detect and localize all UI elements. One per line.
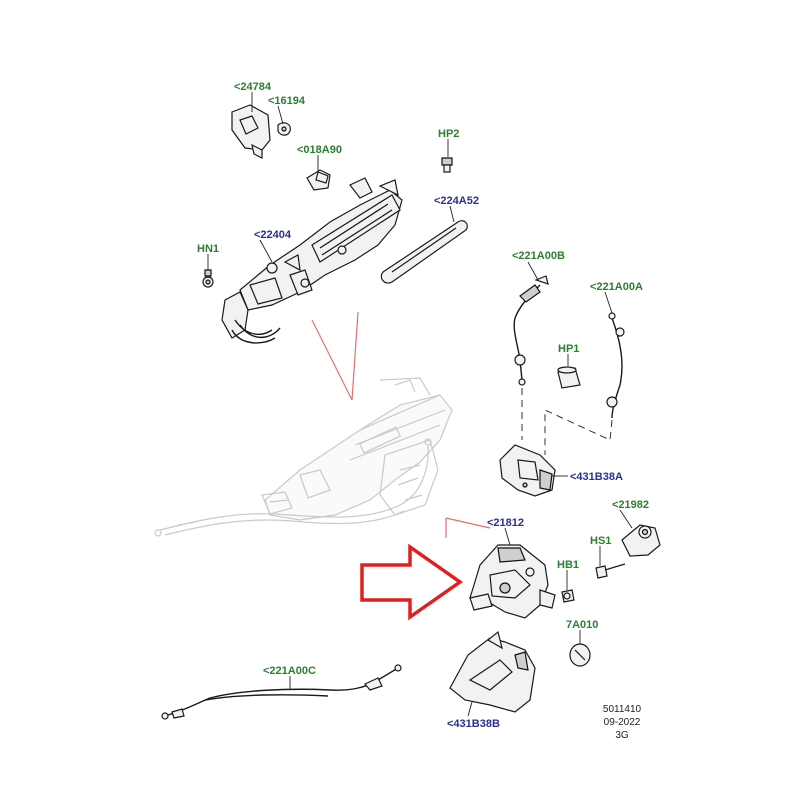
cap-018A90 xyxy=(306,169,331,191)
label-431B38B: <431B38B xyxy=(447,718,500,730)
bracket-431B38B xyxy=(449,630,536,713)
label-018A90: <018A90 xyxy=(297,144,342,156)
label-HS1: HS1 xyxy=(590,535,611,547)
label-21812: <21812 xyxy=(487,517,524,529)
label-HN1: HN1 xyxy=(197,243,219,255)
label-221A00C: <221A00C xyxy=(263,665,316,677)
label-HP1: HP1 xyxy=(558,343,579,355)
cover-7A010 xyxy=(569,643,591,667)
part-labels: <24784 <16194 <018A90 HP2 <224A52 <22404… xyxy=(197,81,649,730)
label-431B38A: <431B38A xyxy=(570,471,623,483)
bracket-431B38A xyxy=(499,444,556,497)
bracket-21982 xyxy=(621,524,661,557)
label-221A00B: <221A00B xyxy=(512,250,565,262)
leader-line-red xyxy=(445,517,491,538)
label-7A010: 7A010 xyxy=(566,619,598,631)
cap-HP1 xyxy=(557,366,581,389)
leader-line-red xyxy=(311,319,353,401)
ghost-handle-assembly xyxy=(154,377,453,537)
nut-HN1 xyxy=(202,269,214,288)
reference-number: 5011410 xyxy=(603,704,642,715)
latch-21812 xyxy=(469,544,556,619)
outline-arrow-right-icon xyxy=(360,543,464,621)
bracket-24784 xyxy=(231,104,271,159)
leader-lines xyxy=(207,92,633,717)
label-21982: <21982 xyxy=(612,499,649,511)
label-221A00A: <221A00A xyxy=(590,281,643,293)
label-HB1: HB1 xyxy=(557,559,579,571)
reference-block: 5011410 09-2022 3G xyxy=(603,704,642,741)
label-24784: <24784 xyxy=(234,81,272,93)
cable-221A00B xyxy=(513,275,549,386)
label-22404: <22404 xyxy=(254,229,292,241)
label-HP2: HP2 xyxy=(438,128,459,140)
reference-date: 09-2022 xyxy=(604,717,641,728)
cover-224A52 xyxy=(380,220,468,284)
bolt-HB1 xyxy=(561,589,575,603)
screw-HS1 xyxy=(595,563,626,579)
label-224A52: <224A52 xyxy=(434,195,479,207)
leader-line-red xyxy=(351,311,359,401)
label-16194: <16194 xyxy=(268,95,306,107)
cable-route-dashed xyxy=(544,409,613,455)
screw-HP2 xyxy=(441,157,453,173)
reference-code: 3G xyxy=(615,730,629,741)
cable-221A00A xyxy=(606,312,625,419)
cable-221A00C xyxy=(161,664,402,720)
clip-16194 xyxy=(277,122,291,136)
handle-frame-22404 xyxy=(221,177,403,344)
